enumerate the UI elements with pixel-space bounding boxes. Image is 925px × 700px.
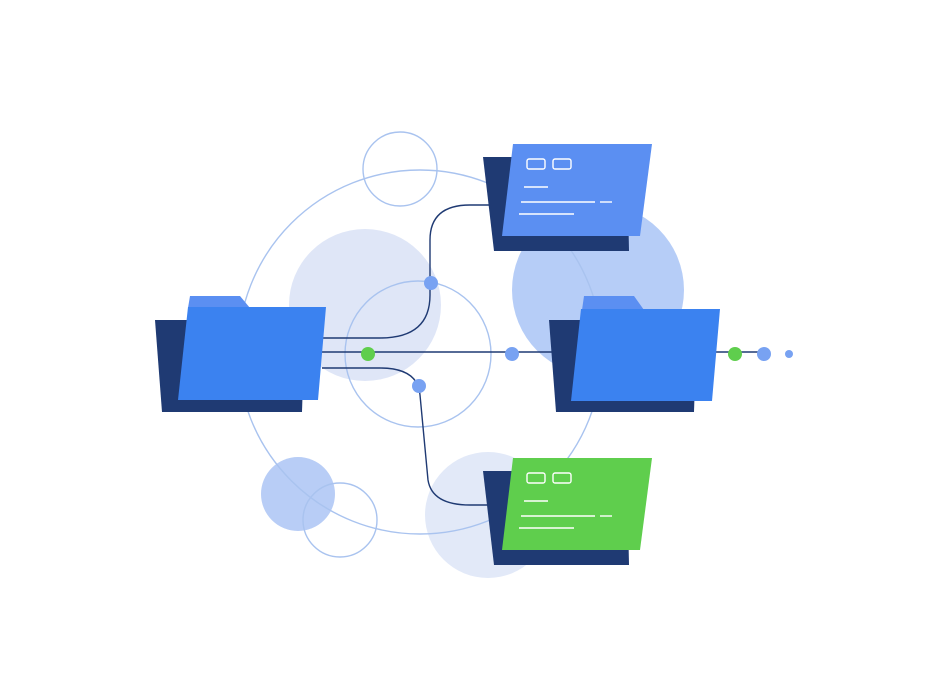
top-doc-chip-2 <box>552 158 572 170</box>
line-to-bottom-doc <box>322 367 492 506</box>
line-to-top-doc <box>322 204 492 339</box>
soft-disc-center <box>289 229 441 381</box>
ring-bottom-left <box>302 482 378 558</box>
node-right-blue-icon <box>757 347 771 361</box>
ring-center <box>344 280 492 428</box>
bottom-doc-front <box>502 458 652 550</box>
left-folder-front <box>178 307 326 400</box>
top-doc-chip-1 <box>526 158 546 170</box>
left-folder-tab <box>188 296 250 308</box>
right-folder-front <box>571 309 720 401</box>
bottom-document-card-icon <box>483 458 652 565</box>
mid-disc-bottom-left <box>261 457 335 531</box>
bottom-doc-chip-2 <box>552 472 572 484</box>
bottom-doc-chip-1 <box>526 472 546 484</box>
node-right-green-icon <box>728 347 742 361</box>
ring-top-small <box>362 131 438 207</box>
node-top-branch-icon <box>424 276 438 290</box>
right-folder-tab <box>582 296 644 310</box>
top-document-card-icon <box>483 144 652 251</box>
left-folder-icon <box>155 296 326 412</box>
node-right-small-icon <box>785 350 793 358</box>
node-center-green-icon <box>361 347 375 361</box>
right-folder-icon <box>549 296 720 412</box>
node-bottom-branch-icon <box>412 379 426 393</box>
node-mid-blue-icon <box>505 347 519 361</box>
top-doc-front <box>502 144 652 236</box>
